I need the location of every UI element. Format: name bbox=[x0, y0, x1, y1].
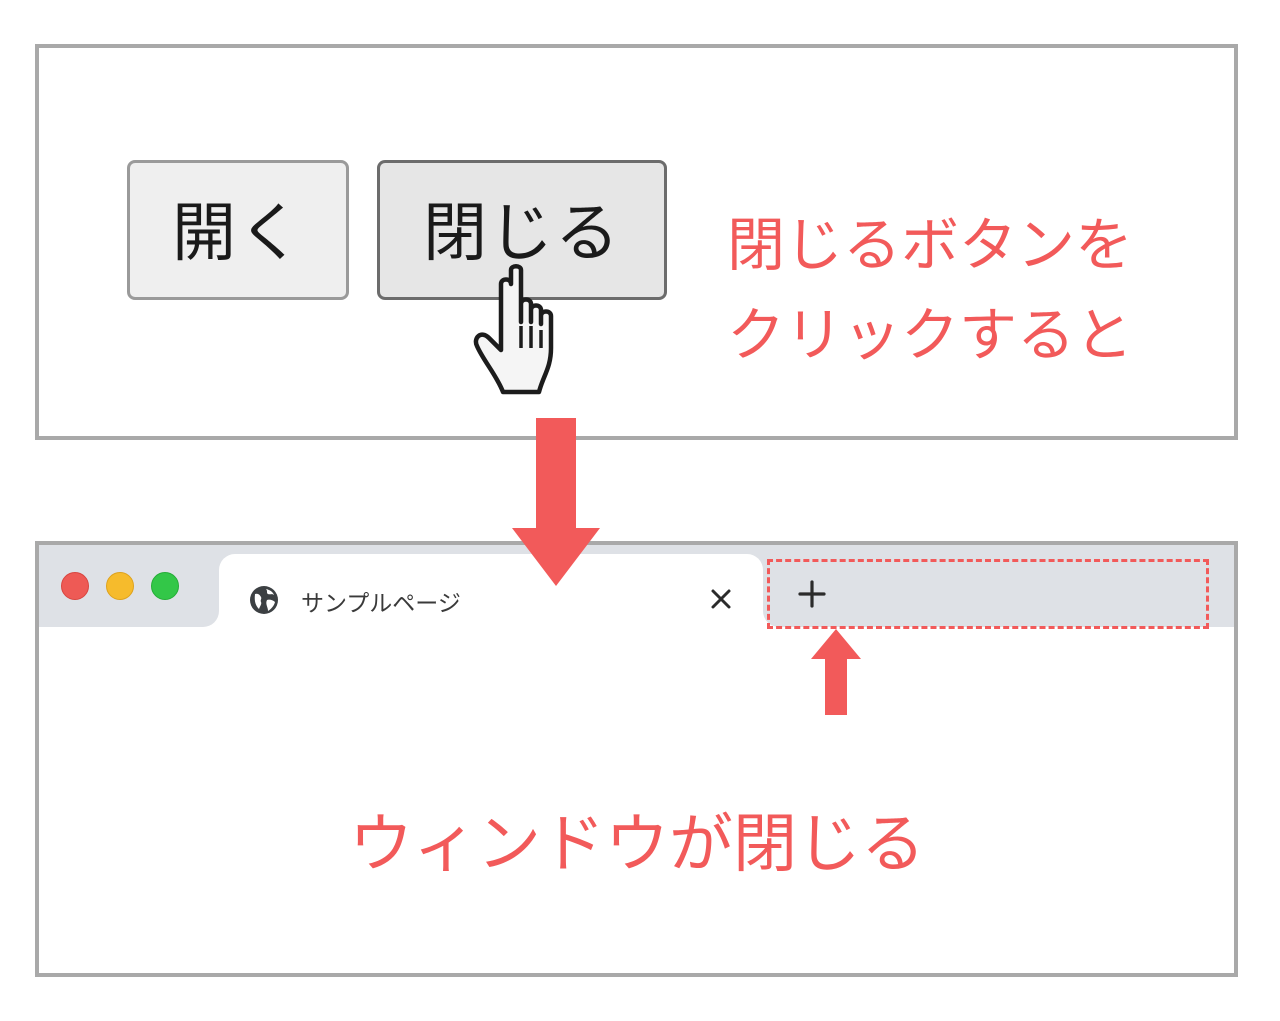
globe-icon bbox=[250, 586, 278, 614]
open-button[interactable]: 開く bbox=[127, 160, 349, 300]
down-arrow-icon bbox=[512, 418, 600, 586]
tab-title: サンプルページ bbox=[301, 591, 461, 617]
closed-tab-highlight bbox=[767, 559, 1209, 629]
before-panel: 開く 閉じる 閉じるボタンを クリックすると bbox=[35, 44, 1238, 440]
up-arrow-icon bbox=[811, 629, 861, 715]
browser-tab-active[interactable]: サンプルページ bbox=[219, 554, 763, 634]
page-content-area: ウィンドウが閉じる bbox=[39, 627, 1234, 973]
result-caption: ウィンドウが閉じる bbox=[349, 808, 925, 882]
hand-pointer-icon bbox=[473, 264, 554, 395]
instruction-caption-line1: 閉じるボタンを bbox=[727, 211, 1134, 279]
window-minimize-control[interactable] bbox=[106, 572, 134, 600]
after-panel: サンプルページ ウィンドウが閉じる bbox=[35, 541, 1238, 977]
plus-icon[interactable] bbox=[797, 579, 827, 609]
window-zoom-control[interactable] bbox=[151, 572, 179, 600]
close-icon[interactable] bbox=[709, 587, 733, 611]
window-close-control[interactable] bbox=[61, 572, 89, 600]
instruction-caption-line2: クリックすると bbox=[727, 301, 1134, 369]
browser-tab-bar: サンプルページ bbox=[39, 545, 1234, 634]
tab-curve-left bbox=[203, 611, 219, 627]
